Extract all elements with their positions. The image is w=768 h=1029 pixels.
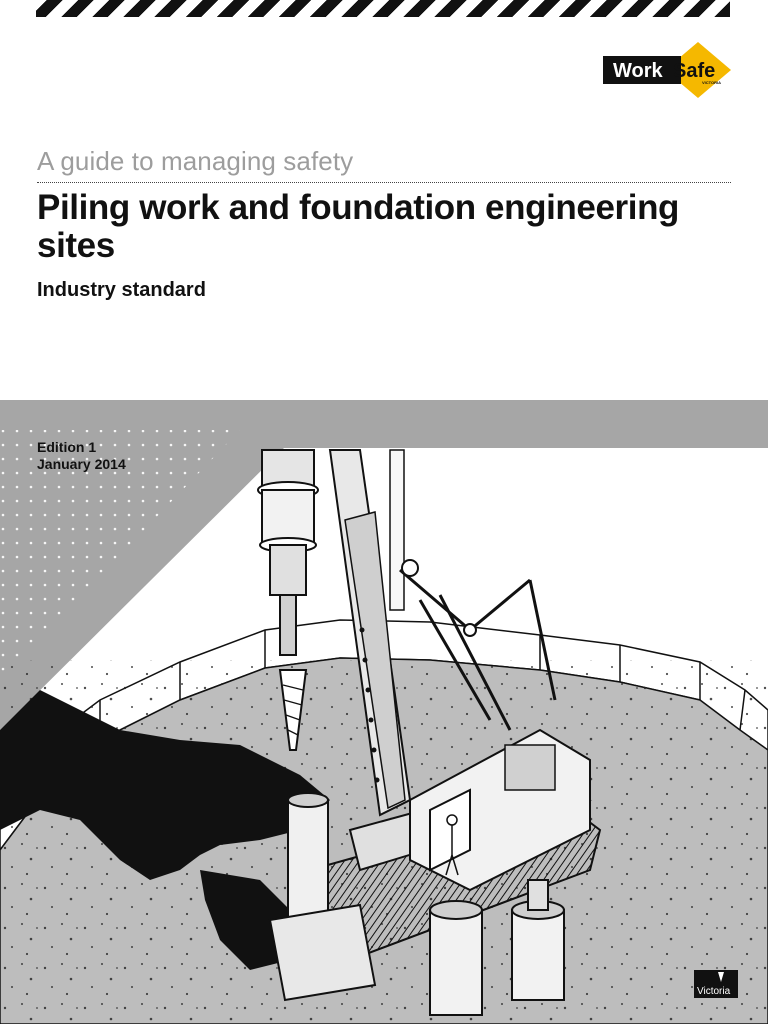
hazard-stripe-banner — [36, 0, 730, 17]
page-title: Piling work and foundation engineering s… — [37, 188, 680, 265]
worksafe-logo: Work Safe VICTORIA — [603, 42, 733, 98]
edition-date: January 2014 — [37, 456, 126, 472]
guide-kicker: A guide to managing safety — [37, 146, 354, 176]
dotted-divider — [37, 182, 731, 183]
victoria-government-logo: Victoria — [690, 968, 742, 1000]
svg-text:Safe: Safe — [673, 60, 715, 82]
svg-text:Victoria: Victoria — [697, 986, 731, 997]
subtitle: Industry standard — [37, 279, 206, 301]
svg-text:Work: Work — [613, 60, 664, 82]
edition-info: Edition 1 January 2014 — [37, 439, 126, 473]
piling-rig-illustration — [0, 400, 768, 1025]
svg-text:VICTORIA: VICTORIA — [702, 80, 721, 85]
edition-number: Edition 1 — [37, 439, 97, 455]
